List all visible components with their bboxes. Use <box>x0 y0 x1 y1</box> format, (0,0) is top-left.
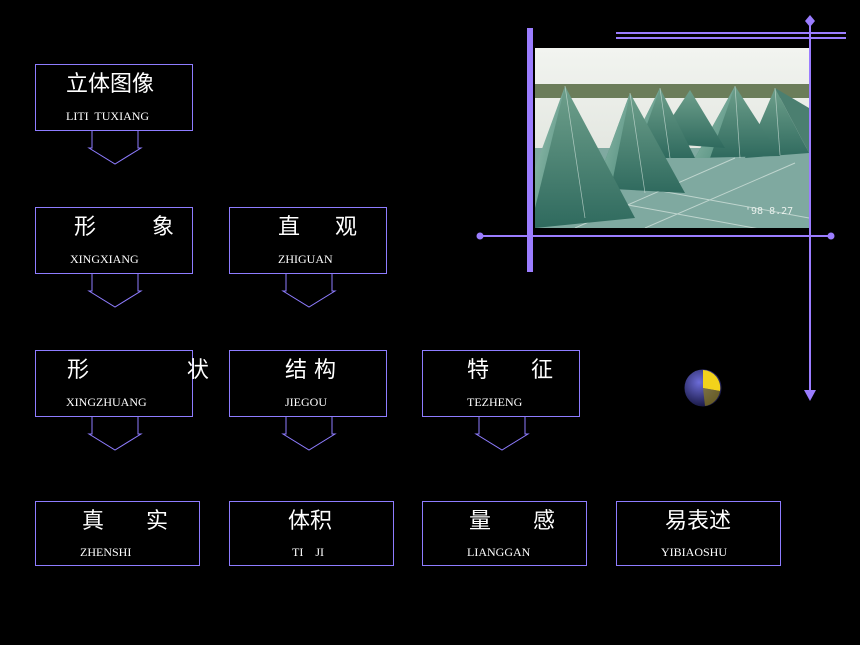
box-zh-label: 形 象 <box>74 215 174 240</box>
box-pinyin-label: XINGZHUANG <box>66 395 147 409</box>
box-tiji: 体积 TI JI <box>229 501 394 566</box>
box-yibiaoshu: 易表述 YIBIAOSHU <box>616 501 781 566</box>
box-tezheng: 特 征 TEZHENG <box>422 350 580 417</box>
box-zhenshi: 真 实 ZHENSHI <box>35 501 200 566</box>
box-zh-label: 量 感 <box>469 509 555 534</box>
box-xingxiang: 形 象 XINGXIANG <box>35 207 193 274</box>
pyramid-photo: '98 8.27 <box>535 48 809 228</box>
box-zh-label: 立体图像 <box>66 72 155 97</box>
diamond-head-icon <box>805 15 815 27</box>
down-arrow-icon <box>87 416 143 451</box>
down-arrow-icon <box>281 273 337 308</box>
box-zh-label: 体积 <box>288 509 333 534</box>
arrow-head-icon <box>804 390 816 401</box>
box-zhiguan: 直 观 ZHIGUAN <box>229 207 387 274</box>
box-zh-label: 易表述 <box>665 509 732 534</box>
down-arrow-icon <box>87 273 143 308</box>
box-liti-tuxiang: 立体图像 LITI TUXIANG <box>35 64 193 131</box>
sphere-icon <box>683 368 723 408</box>
box-zh-label: 真 实 <box>82 509 168 534</box>
box-pinyin-label: ZHIGUAN <box>278 252 333 266</box>
box-pinyin-label: TEZHENG <box>467 395 523 409</box>
photo-date-stamp: '98 8.27 <box>745 206 793 217</box>
box-pinyin-label: YIBIAOSHU <box>661 545 727 559</box>
box-zh-label: 结 构 <box>285 358 336 383</box>
down-arrow-icon <box>474 416 530 451</box>
box-pinyin-label: TI JI <box>292 545 324 559</box>
box-pinyin-label: JIEGOU <box>285 395 327 409</box>
box-pinyin-label: LITI TUXIANG <box>66 109 150 123</box>
box-pinyin-label: ZHENSHI <box>80 545 132 559</box>
box-zh-label: 直 观 <box>278 215 357 240</box>
dot-right <box>827 232 835 240</box>
box-pinyin-label: XINGXIANG <box>70 252 139 266</box>
box-jiegou: 结 构 JIEGOU <box>229 350 387 417</box>
box-pinyin-label: LIANGGAN <box>467 545 531 559</box>
down-arrow-icon <box>87 130 143 165</box>
box-zh-label: 特 征 <box>467 358 553 383</box>
box-lianggan: 量 感 LIANGGAN <box>422 501 587 566</box>
box-xingzhuang: 形 状 XINGZHUANG <box>35 350 209 417</box>
box-zh-label: 形 状 <box>67 358 209 383</box>
dot-left <box>476 232 484 240</box>
down-arrow-icon <box>281 416 337 451</box>
